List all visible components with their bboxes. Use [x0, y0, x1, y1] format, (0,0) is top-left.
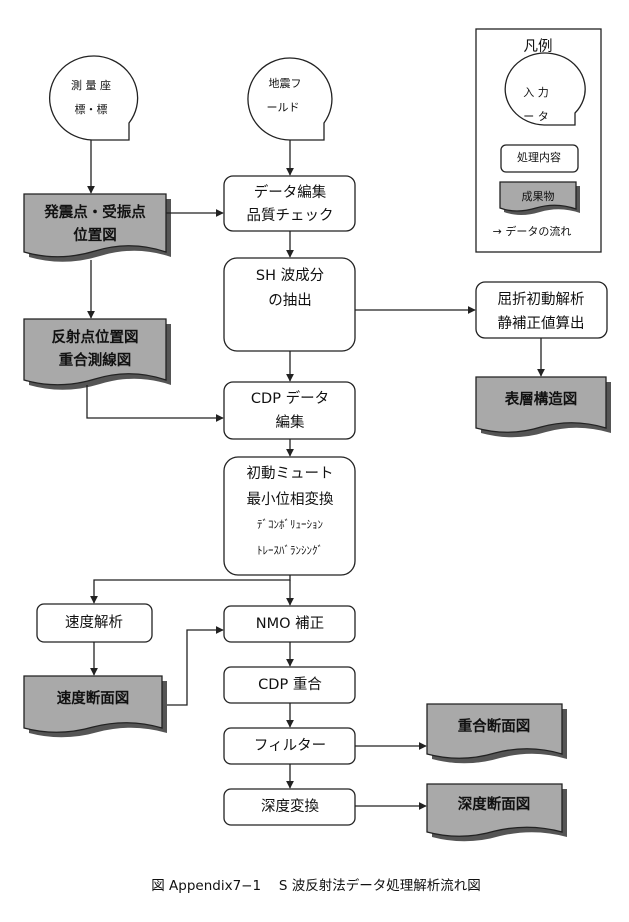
legend-input-symbol: [504, 52, 586, 126]
product-velocity-section: 速度断面図: [23, 675, 167, 738]
product-reflection-box: [23, 318, 167, 386]
process-cdp-edit: CDP データ 編集: [223, 381, 356, 440]
product-shot-label-2: 位置図: [73, 226, 117, 244]
process-depth-label: 深度変換: [261, 798, 319, 815]
process-refraction-label-1: 屈折初動解析: [498, 291, 585, 308]
product-reflection: 反射点位置図 重合測線図: [23, 318, 171, 390]
product-shot-label-1: 発震点・受振点: [43, 203, 146, 221]
product-depth-section-label: 深度断面図: [458, 795, 531, 813]
process-cdp-edit-label-1: CDP データ: [251, 389, 329, 407]
input-field-label-2: ールド: [267, 101, 300, 114]
input-survey: 測 量 座 標・標: [49, 55, 139, 141]
process-depth: 深度変換: [223, 788, 356, 826]
process-data-edit-label-2: 品質チェック: [247, 206, 334, 224]
process-cdp-edit-label-2: 編集: [276, 414, 305, 431]
process-filter: フィルター: [223, 727, 356, 765]
product-surface: 表層構造図: [475, 376, 611, 438]
product-surface-label: 表層構造図: [505, 390, 578, 408]
product-shot: 発震点・受振点 位置図: [23, 193, 171, 262]
legend-input-label-1: 入 力: [523, 86, 549, 99]
process-depth-box: [223, 788, 356, 826]
product-velocity-section-box: [23, 675, 163, 733]
legend: 凡例 入 力 ー タ 処理内容 成果物 → データの流れ: [475, 28, 602, 253]
process-sh-label-2: の抽出: [268, 292, 312, 309]
product-depth-section: 深度断面図: [426, 783, 567, 842]
product-depth-section-box: [426, 783, 563, 837]
input-survey-label-1: 測 量 座: [71, 78, 111, 92]
input-field: 地震フ ールド: [247, 57, 333, 141]
product-shot-box: [23, 193, 167, 258]
input-field-symbol: [247, 57, 333, 141]
product-reflection-label-1: 反射点位置図: [52, 328, 139, 346]
legend-product-symbol: [499, 181, 577, 212]
process-refraction-label-2: 静補正値算出: [498, 315, 585, 332]
process-mute-label-4: ﾄﾚｰｽﾊﾞﾗﾝｼﾝｸﾞ: [257, 544, 323, 557]
process-sh: SH 波成分 の抽出: [223, 257, 356, 352]
product-reflection-label-2: 重合測線図: [59, 351, 132, 369]
process-mute-label-3: ﾃﾞｺﾝﾎﾞﾘｭｰｼｮﾝ: [257, 518, 323, 531]
arrow-reflection-to-cdp: [86, 385, 224, 422]
legend-input-label-2: ー タ: [523, 110, 549, 123]
product-stack-section: 重合断面図: [426, 703, 567, 764]
process-cdp-stack-label: CDP 重合: [258, 676, 322, 693]
product-velocity-section-label: 速度断面図: [57, 689, 130, 707]
legend-process-label: 処理内容: [517, 150, 561, 164]
process-sh-label-1: SH 波成分: [256, 267, 324, 284]
process-mute-label-2: 最小位相変換: [247, 491, 334, 508]
process-data-edit: データ編集 品質チェック: [223, 175, 356, 232]
process-velocity-label: 速度解析: [65, 614, 123, 631]
legend-process-symbol: [500, 144, 579, 173]
arrow-mute-to-velocity: [90, 575, 291, 604]
product-stack-section-box: [426, 703, 563, 759]
figure-caption: 図 Appendix7−1 S 波反射法データ処理解析流れ図: [151, 877, 480, 894]
input-survey-symbol: [49, 55, 139, 141]
arrow-velocity-section-to-nmo: [167, 626, 224, 706]
legend-product-label: 成果物: [522, 189, 555, 203]
input-survey-label-2: 標・標: [75, 102, 108, 116]
process-mute-label-1: 初動ミュート: [247, 465, 334, 482]
process-cdp-stack: CDP 重合: [223, 666, 356, 704]
product-stack-section-label: 重合断面図: [458, 717, 531, 735]
process-data-edit-label-1: データ編集: [254, 183, 327, 201]
process-refraction: 屈折初動解析 静補正値算出: [475, 281, 608, 339]
legend-title: 凡例: [524, 38, 553, 55]
process-nmo: NMO 補正: [223, 605, 356, 643]
input-field-label-1: 地震フ: [269, 77, 302, 90]
process-mute: 初動ミュート 最小位相変換 ﾃﾞｺﾝﾎﾞﾘｭｰｼｮﾝ ﾄﾚｰｽﾊﾞﾗﾝｼﾝｸﾞ: [223, 456, 356, 576]
legend-flow-label: → データの流れ: [493, 224, 572, 238]
connectors: [86, 140, 545, 810]
process-velocity: 速度解析: [36, 603, 153, 643]
process-filter-label: フィルター: [254, 737, 326, 754]
process-nmo-label: NMO 補正: [256, 615, 324, 632]
product-surface-box: [475, 376, 607, 433]
